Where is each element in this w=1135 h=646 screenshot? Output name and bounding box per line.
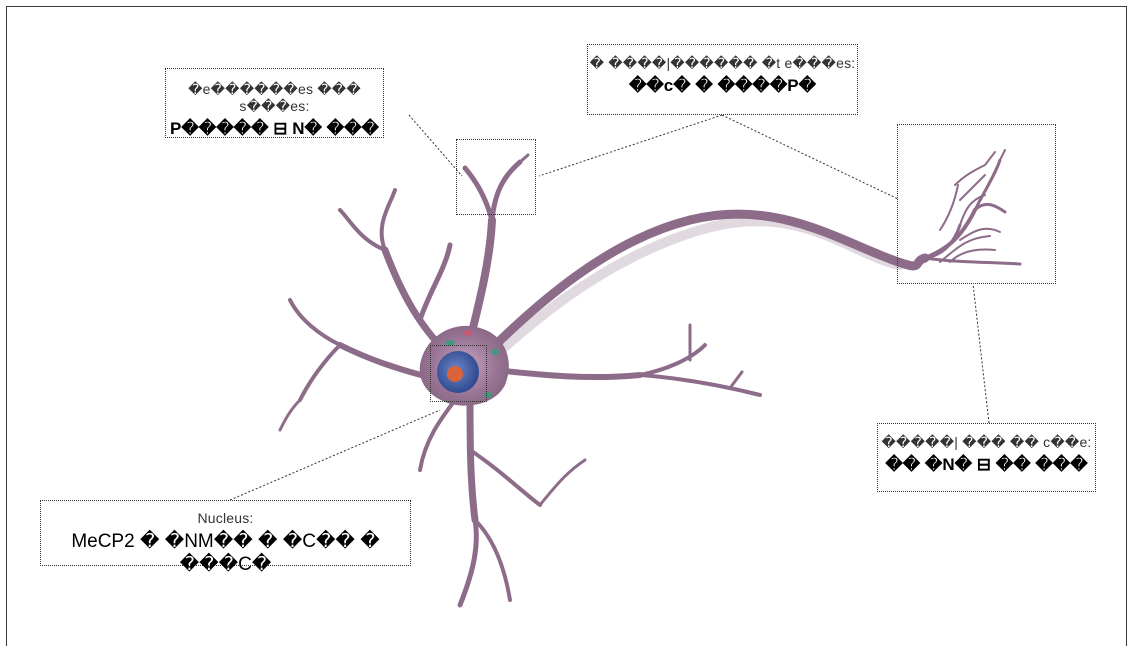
callout-label: �����| ��� �� c��e: — [878, 434, 1095, 451]
organelle — [491, 349, 499, 355]
callout-value: P����� ⊟ N� ��� — [166, 119, 383, 139]
organelle — [464, 330, 472, 336]
axon-callout: � ����|������ �t e���es: ��c� � ����P� — [587, 44, 858, 115]
axon-terminal-callout: �����| ��� �� c��e: �� �N� ⊟ �� ��� — [877, 423, 1096, 492]
callout-label: �e������es ��� s���es: — [166, 81, 383, 115]
callout-value: MeCP2 � �NM�� � �C�� � ���C� — [41, 530, 410, 576]
callout-label: Nucleus: — [41, 510, 410, 526]
callout-value: �� �N� ⊟ �� ��� — [878, 455, 1095, 475]
callout-value: ��c� � ����P� — [588, 76, 857, 96]
callout-label: � ����|������ �t e���es: — [588, 55, 857, 72]
nucleus-zoom-box — [430, 345, 487, 402]
spine-zoom-box — [456, 139, 536, 215]
terminal-zoom-box — [897, 124, 1056, 284]
neuron-shadow — [470, 221, 900, 380]
nucleus-callout: Nucleus: MeCP2 � �NM�� � �C�� � ���C� — [40, 500, 411, 566]
dendritic-spines-callout: �e������es ��� s���es: P����� ⊟ N� ��� — [165, 68, 384, 138]
